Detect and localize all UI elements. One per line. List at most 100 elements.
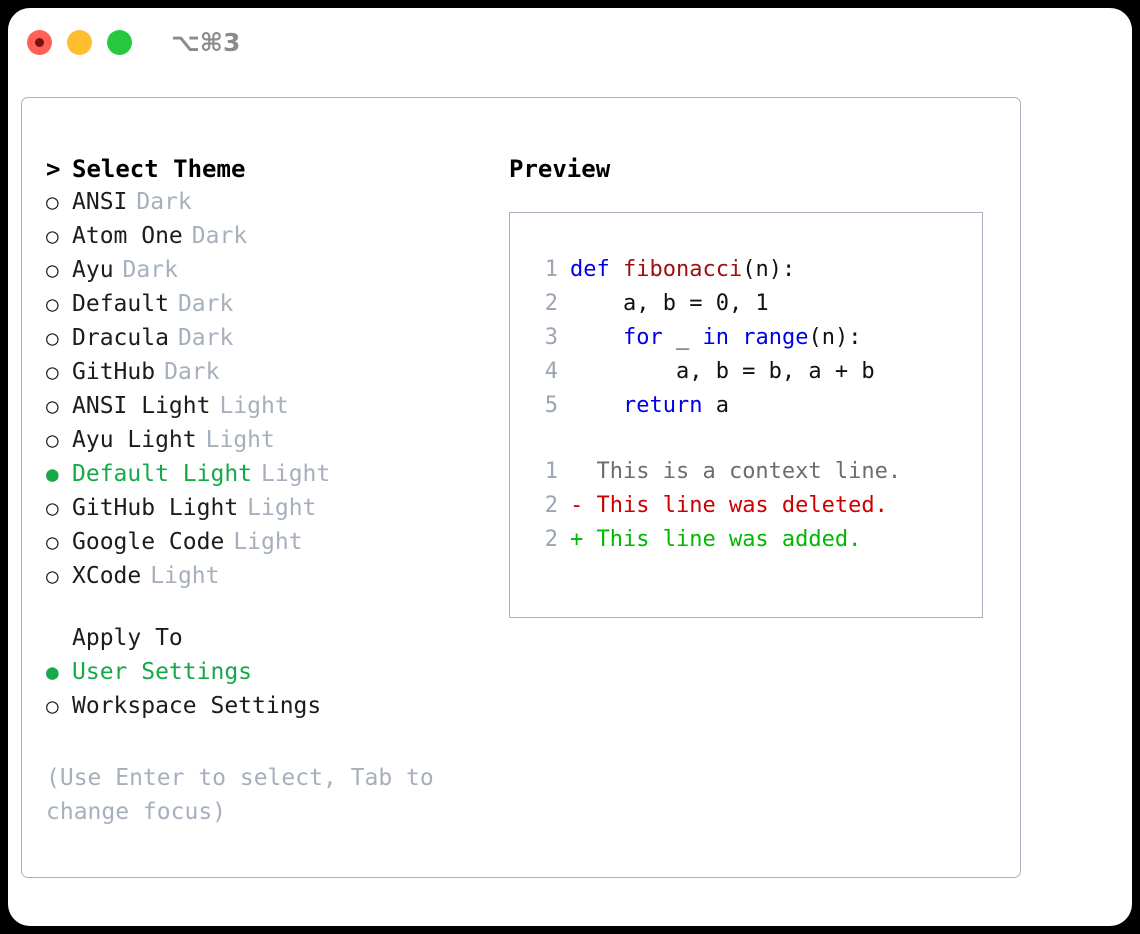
apply-to-section: Apply To ● User Settings ○ Workspace Settin… bbox=[46, 625, 476, 727]
radio-unselected-icon: ○ bbox=[46, 292, 59, 316]
diff-text: This line was added. bbox=[583, 527, 862, 552]
diff-line: 1 This is a context line. bbox=[524, 459, 982, 493]
radio-unselected-icon: ○ bbox=[46, 190, 59, 214]
code-token: (n): bbox=[808, 325, 862, 350]
code-token: def bbox=[570, 257, 623, 282]
code-token: for bbox=[622, 325, 663, 350]
code-token: return bbox=[622, 393, 703, 418]
radio-unselected-icon: ○ bbox=[46, 224, 59, 248]
line-number: 3 bbox=[544, 325, 558, 350]
theme-variant-badge: Light bbox=[261, 461, 331, 487]
maximize-window-button[interactable] bbox=[107, 30, 132, 55]
code-token: (n): bbox=[742, 257, 796, 282]
code-text: for _ in range(n): bbox=[570, 325, 861, 350]
code-token: a, b = 0, 1 bbox=[570, 291, 769, 316]
code-token: fibonacci bbox=[622, 257, 743, 282]
theme-name-label: ANSI Light bbox=[72, 393, 211, 419]
diff-marker: - bbox=[570, 493, 584, 518]
theme-variant-badge: Dark bbox=[191, 223, 248, 249]
page-title: Select Theme bbox=[72, 155, 246, 183]
line-number: 2 bbox=[544, 527, 558, 552]
apply-to-label: User Settings bbox=[72, 659, 253, 685]
radio-selected-icon: ● bbox=[46, 660, 59, 684]
code-token bbox=[570, 393, 623, 418]
theme-variant-badge: Light bbox=[247, 495, 317, 521]
code-token bbox=[729, 325, 742, 350]
diff-marker bbox=[570, 459, 583, 484]
radio-unselected-icon: ○ bbox=[46, 360, 59, 384]
prompt-caret-icon: > bbox=[46, 155, 61, 183]
code-text: a, b = 0, 1 bbox=[570, 291, 769, 316]
diff-text: This is a context line. bbox=[583, 459, 902, 484]
line-number: 1 bbox=[544, 459, 558, 484]
radio-unselected-icon: ○ bbox=[46, 326, 59, 350]
theme-picker-header: > Select Theme bbox=[46, 155, 476, 189]
theme-list-item[interactable]: ○ Ayu Dark bbox=[46, 257, 476, 291]
code-line: 4 a, b = b, a + b bbox=[524, 359, 982, 393]
diff-sample: 1 This is a context line. 2- This line wa… bbox=[524, 459, 982, 561]
keyboard-hint-text: (Use Enter to select, Tab to change focu… bbox=[46, 765, 434, 825]
theme-name-label: XCode bbox=[72, 563, 142, 589]
theme-name-label: Google Code bbox=[72, 529, 225, 555]
theme-name-label: GitHub Light bbox=[72, 495, 239, 521]
line-number: 4 bbox=[544, 359, 558, 384]
theme-variant-badge: Dark bbox=[177, 325, 234, 351]
radio-unselected-icon: ○ bbox=[46, 428, 59, 452]
apply-to-option[interactable]: ○ Workspace Settings bbox=[46, 693, 476, 727]
theme-name-label: ANSI bbox=[72, 189, 128, 215]
radio-unselected-icon: ○ bbox=[46, 564, 59, 588]
apply-to-option[interactable]: ● User Settings bbox=[46, 659, 476, 693]
radio-unselected-icon: ○ bbox=[46, 694, 59, 718]
code-line: 5 return a bbox=[524, 393, 982, 427]
title-bar: ⌥⌘3 bbox=[8, 8, 1132, 76]
theme-name-label: GitHub bbox=[72, 359, 156, 385]
diff-text: This line was deleted. bbox=[583, 493, 888, 518]
apply-to-heading: Apply To bbox=[46, 625, 476, 659]
code-text: def fibonacci(n): bbox=[570, 257, 795, 282]
code-token: _ bbox=[662, 325, 703, 350]
apply-to-label: Workspace Settings bbox=[72, 693, 322, 719]
theme-variant-badge: Light bbox=[233, 529, 303, 555]
radio-selected-icon: ● bbox=[46, 462, 59, 486]
line-number: 1 bbox=[544, 257, 558, 282]
close-window-button[interactable] bbox=[27, 30, 52, 55]
code-token: a, b = b, a + b bbox=[570, 359, 875, 384]
theme-variant-badge: Dark bbox=[122, 257, 178, 283]
theme-list-item[interactable]: ○ Ayu Light Light bbox=[46, 427, 476, 461]
radio-unselected-icon: ○ bbox=[46, 258, 59, 282]
code-line: 1 def fibonacci(n): bbox=[524, 257, 982, 291]
line-number: 5 bbox=[544, 393, 558, 418]
code-text: return a bbox=[570, 393, 729, 418]
theme-name-label: Ayu Light bbox=[72, 427, 197, 453]
code-token: a bbox=[702, 393, 729, 418]
radio-unselected-icon: ○ bbox=[46, 394, 59, 418]
code-diff-separator bbox=[524, 427, 982, 459]
code-token: range bbox=[742, 325, 809, 350]
keyboard-shortcut-label: ⌥⌘3 bbox=[171, 28, 241, 57]
apply-to-title: Apply To bbox=[72, 625, 183, 651]
theme-variant-badge: Light bbox=[205, 427, 275, 453]
theme-variant-badge: Light bbox=[219, 393, 289, 419]
code-line: 2 a, b = 0, 1 bbox=[524, 291, 982, 325]
minimize-window-button[interactable] bbox=[67, 30, 92, 55]
theme-name-label: Atom One bbox=[72, 223, 183, 249]
theme-name-label: Ayu bbox=[72, 257, 114, 283]
theme-list-item[interactable]: ○ ANSI Light Light bbox=[46, 393, 476, 427]
theme-name-label: Dracula bbox=[72, 325, 169, 351]
preview-heading: Preview bbox=[509, 155, 611, 183]
theme-list-item[interactable]: ○ Dracula Dark bbox=[46, 325, 476, 359]
diff-line: 2+ This line was added. bbox=[524, 527, 982, 561]
theme-list-item[interactable]: ○ Atom One Dark bbox=[46, 223, 476, 257]
